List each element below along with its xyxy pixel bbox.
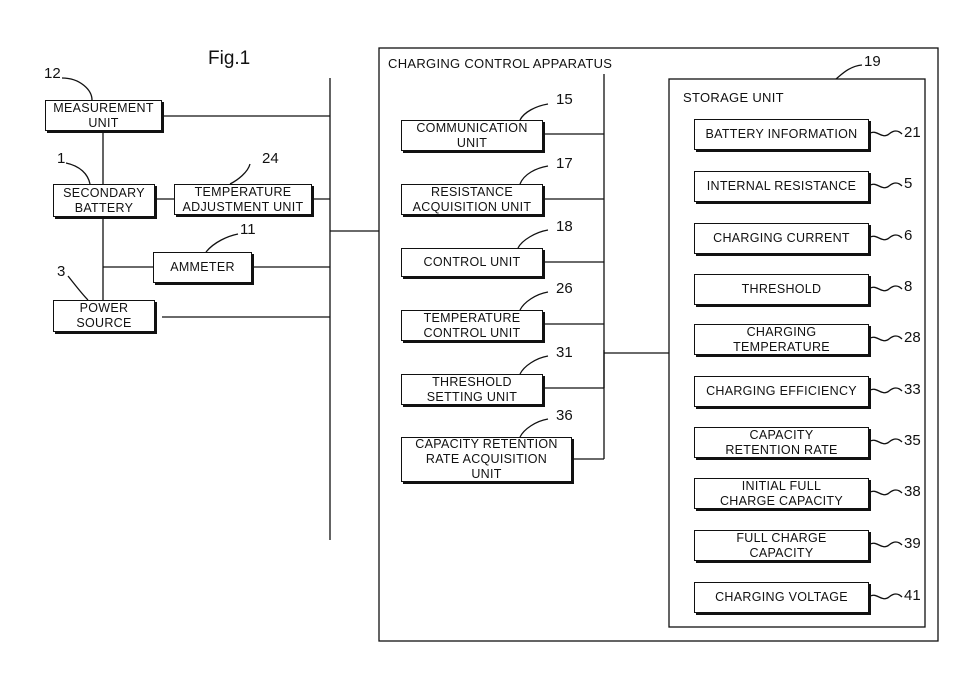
temperature-control-box: TEMPERATURE CONTROL UNIT [401,310,543,341]
power-source-ref: 3 [57,263,65,280]
storage-item-initial-full-charge-capacity-ref: 38 [904,483,921,500]
figure-label: Fig.1 [208,48,250,70]
communication-unit-box: COMMUNICATION UNIT [401,120,543,151]
control-unit-ref: 18 [556,218,573,235]
capacity-retention-acquisition-ref: 36 [556,407,573,424]
storage-item-charging-temperature-ref: 28 [904,329,921,346]
storage-item-charging-temperature: CHARGING TEMPERATURE [694,324,869,355]
storage-item-charging-current-ref: 6 [904,227,912,244]
storage-item-initial-full-charge-capacity: INITIAL FULL CHARGE CAPACITY [694,478,869,509]
temperature-adjustment-box: TEMPERATURE ADJUSTMENT UNIT [174,184,312,215]
storage-item-full-charge-capacity-ref: 39 [904,535,921,552]
measurement-unit-box: MEASUREMENT UNIT [45,100,162,131]
threshold-setting-ref: 31 [556,344,573,361]
storage-label: STORAGE UNIT [683,90,784,105]
ammeter-box: AMMETER [153,252,252,283]
threshold-setting-box: THRESHOLD SETTING UNIT [401,374,543,405]
storage-item-threshold-ref: 8 [904,278,912,295]
resistance-acquisition-ref: 17 [556,155,573,172]
storage-ref: 19 [864,53,881,70]
capacity-retention-acquisition-box: CAPACITY RETENTION RATE ACQUISITION UNIT [401,437,572,482]
storage-item-charging-voltage-ref: 41 [904,587,921,604]
resistance-acquisition-box: RESISTANCE ACQUISITION UNIT [401,184,543,215]
storage-item-battery-information: BATTERY INFORMATION [694,119,869,150]
storage-item-internal-resistance-ref: 5 [904,175,912,192]
storage-item-charging-current: CHARGING CURRENT [694,223,869,254]
storage-item-charging-efficiency-ref: 33 [904,381,921,398]
temperature-control-ref: 26 [556,280,573,297]
measurement-unit-ref: 12 [44,65,61,82]
secondary-battery-ref: 1 [57,150,65,167]
communication-unit-ref: 15 [556,91,573,108]
storage-item-capacity-retention-rate-ref: 35 [904,432,921,449]
power-source-box: POWER SOURCE [53,300,155,332]
storage-item-capacity-retention-rate: CAPACITY RETENTION RATE [694,427,869,458]
storage-item-charging-efficiency: CHARGING EFFICIENCY [694,376,869,407]
storage-item-battery-information-ref: 21 [904,124,921,141]
apparatus-label: CHARGING CONTROL APPARATUS [388,56,612,71]
secondary-battery-box: SECONDARY BATTERY [53,184,155,217]
storage-item-charging-voltage: CHARGING VOLTAGE [694,582,869,613]
temperature-adjustment-ref: 24 [262,150,279,167]
storage-item-full-charge-capacity: FULL CHARGE CAPACITY [694,530,869,561]
ammeter-ref: 11 [240,221,256,238]
storage-item-threshold: THRESHOLD [694,274,869,305]
storage-item-internal-resistance: INTERNAL RESISTANCE [694,171,869,202]
control-unit-box: CONTROL UNIT [401,248,543,277]
